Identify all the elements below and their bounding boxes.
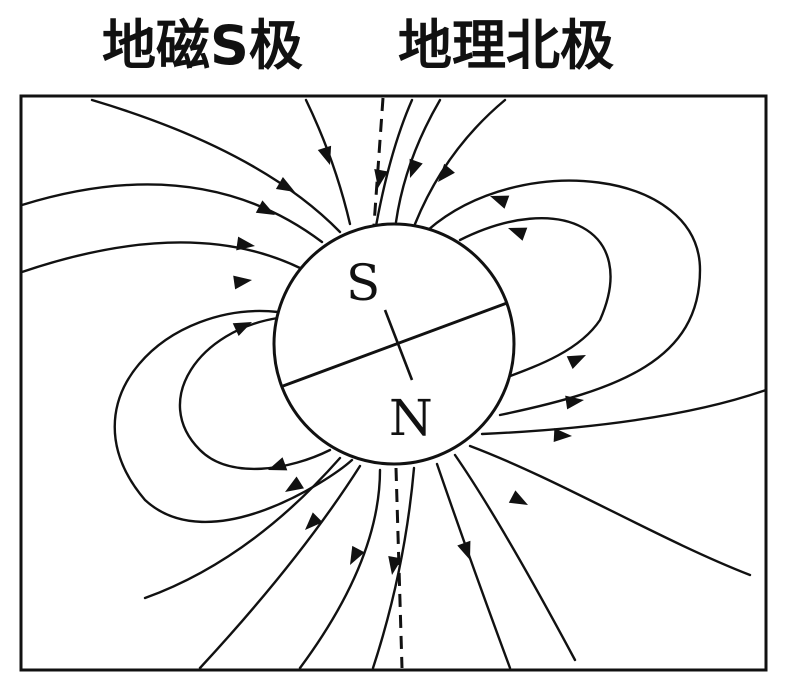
diagram-frame (19, 94, 768, 672)
field-line (413, 98, 507, 226)
field-line (374, 98, 414, 228)
arrowhead (275, 176, 295, 192)
field-line (426, 179, 702, 417)
arrowhead (508, 227, 528, 241)
axis-bottom-dashed (394, 467, 404, 669)
field-arrows (232, 145, 586, 575)
field-line (458, 217, 612, 380)
arrowhead (285, 476, 304, 492)
field-line (304, 98, 352, 226)
arrowhead (374, 169, 389, 188)
arrowhead (233, 275, 252, 290)
pole-label-s: S (346, 254, 380, 312)
axis-top-dashed (372, 97, 385, 226)
arrowhead (305, 512, 323, 530)
arrowhead (565, 395, 584, 410)
arrowhead (388, 556, 403, 575)
field-line (20, 183, 324, 244)
field-line (143, 456, 342, 600)
magnetic-axis-line (383, 309, 414, 381)
field-lines (20, 98, 768, 670)
arrowhead (232, 322, 252, 336)
arrowhead (438, 163, 455, 182)
arrowhead (508, 490, 528, 505)
equator-line (282, 301, 508, 388)
field-line (198, 464, 362, 670)
arrowhead (409, 158, 423, 178)
field-line (480, 388, 768, 436)
arrowhead (457, 540, 471, 560)
arrowhead (553, 428, 572, 443)
field-line (20, 241, 302, 274)
arrowhead (236, 236, 255, 251)
arrowhead (566, 355, 586, 369)
field-line (298, 468, 382, 670)
field-line (453, 453, 577, 662)
pole-label-n: N (389, 389, 433, 447)
field-line (468, 444, 752, 577)
arrowhead (317, 145, 332, 165)
geomagnetic-south-label: 地磁S极 (102, 14, 303, 77)
arrowhead (268, 457, 288, 471)
field-line (371, 466, 416, 670)
field-line (394, 98, 442, 224)
field-line (113, 309, 354, 523)
arrowhead (490, 195, 510, 209)
arrowhead (350, 545, 365, 565)
geographic-north-label: 地理北极 (398, 14, 614, 77)
field-line (90, 98, 342, 234)
field-line (435, 462, 512, 670)
arrowhead (255, 200, 275, 215)
